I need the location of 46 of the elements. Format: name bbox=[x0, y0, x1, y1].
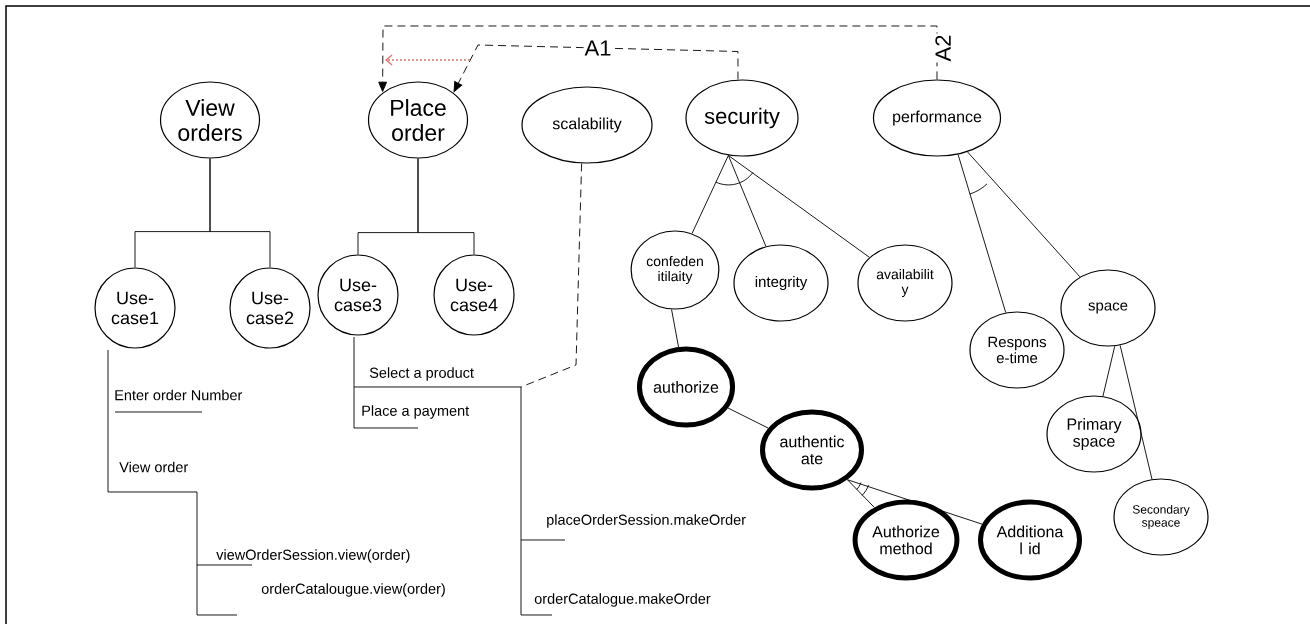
connector bbox=[846, 479, 875, 508]
connector bbox=[1119, 344, 1153, 480]
connector bbox=[691, 155, 729, 234]
ellipse-node: View orders bbox=[159, 81, 261, 159]
ellipse-node: confeden itilaity bbox=[630, 230, 720, 310]
connector bbox=[378, 25, 938, 92]
step-text: Select a product bbox=[369, 367, 474, 381]
connector bbox=[846, 479, 983, 525]
ellipse-node: Secondary speace bbox=[1113, 478, 1209, 556]
connector bbox=[727, 155, 767, 247]
connector bbox=[727, 407, 769, 429]
step-text: orderCatalogue.makeOrder bbox=[534, 593, 711, 607]
connector bbox=[671, 309, 679, 348]
ellipse-node: performance bbox=[872, 79, 1002, 157]
connector bbox=[209, 158, 271, 268]
step-text: viewOrderSession.view(order) bbox=[216, 549, 410, 563]
ellipse-node: Primary space bbox=[1046, 395, 1142, 473]
step-text: View order bbox=[119, 461, 188, 473]
connector bbox=[967, 151, 1081, 278]
edge-label: A2 bbox=[935, 35, 951, 62]
connector bbox=[957, 154, 1007, 313]
ellipse-node: security bbox=[685, 79, 799, 157]
ellipse-node: scalability bbox=[521, 86, 653, 164]
ellipse-node: space bbox=[1060, 269, 1156, 347]
ellipse-node: authentic ate bbox=[760, 409, 864, 491]
connector bbox=[417, 158, 475, 255]
connector bbox=[453, 44, 739, 93]
step-text: orderCatalougue.view(order) bbox=[261, 583, 445, 597]
ellipse-node: Use- case4 bbox=[433, 254, 515, 336]
ellipse-node: availabilit y bbox=[857, 244, 953, 322]
step-text: placeOrderSession.makeOrder bbox=[547, 514, 746, 528]
ellipse-node: Use- case3 bbox=[317, 254, 399, 336]
step-text: Enter order Number bbox=[115, 389, 243, 401]
ellipse-node: Additiona l id bbox=[978, 499, 1082, 581]
ellipse-node: Use- case2 bbox=[229, 267, 311, 349]
connector bbox=[727, 155, 870, 258]
ellipse-node: Place order bbox=[367, 81, 469, 159]
connector bbox=[1102, 345, 1116, 397]
edge-label: A1 bbox=[584, 40, 611, 56]
ellipse-node: Respons e-time bbox=[969, 311, 1065, 389]
ellipse-node: Use- case1 bbox=[94, 267, 176, 349]
ellipse-node: integrity bbox=[733, 244, 829, 322]
ellipse-node: Authorize method bbox=[852, 499, 960, 581]
step-text: Place a payment bbox=[362, 405, 470, 419]
ellipse-node: authorize bbox=[636, 346, 736, 428]
connector bbox=[520, 163, 583, 388]
